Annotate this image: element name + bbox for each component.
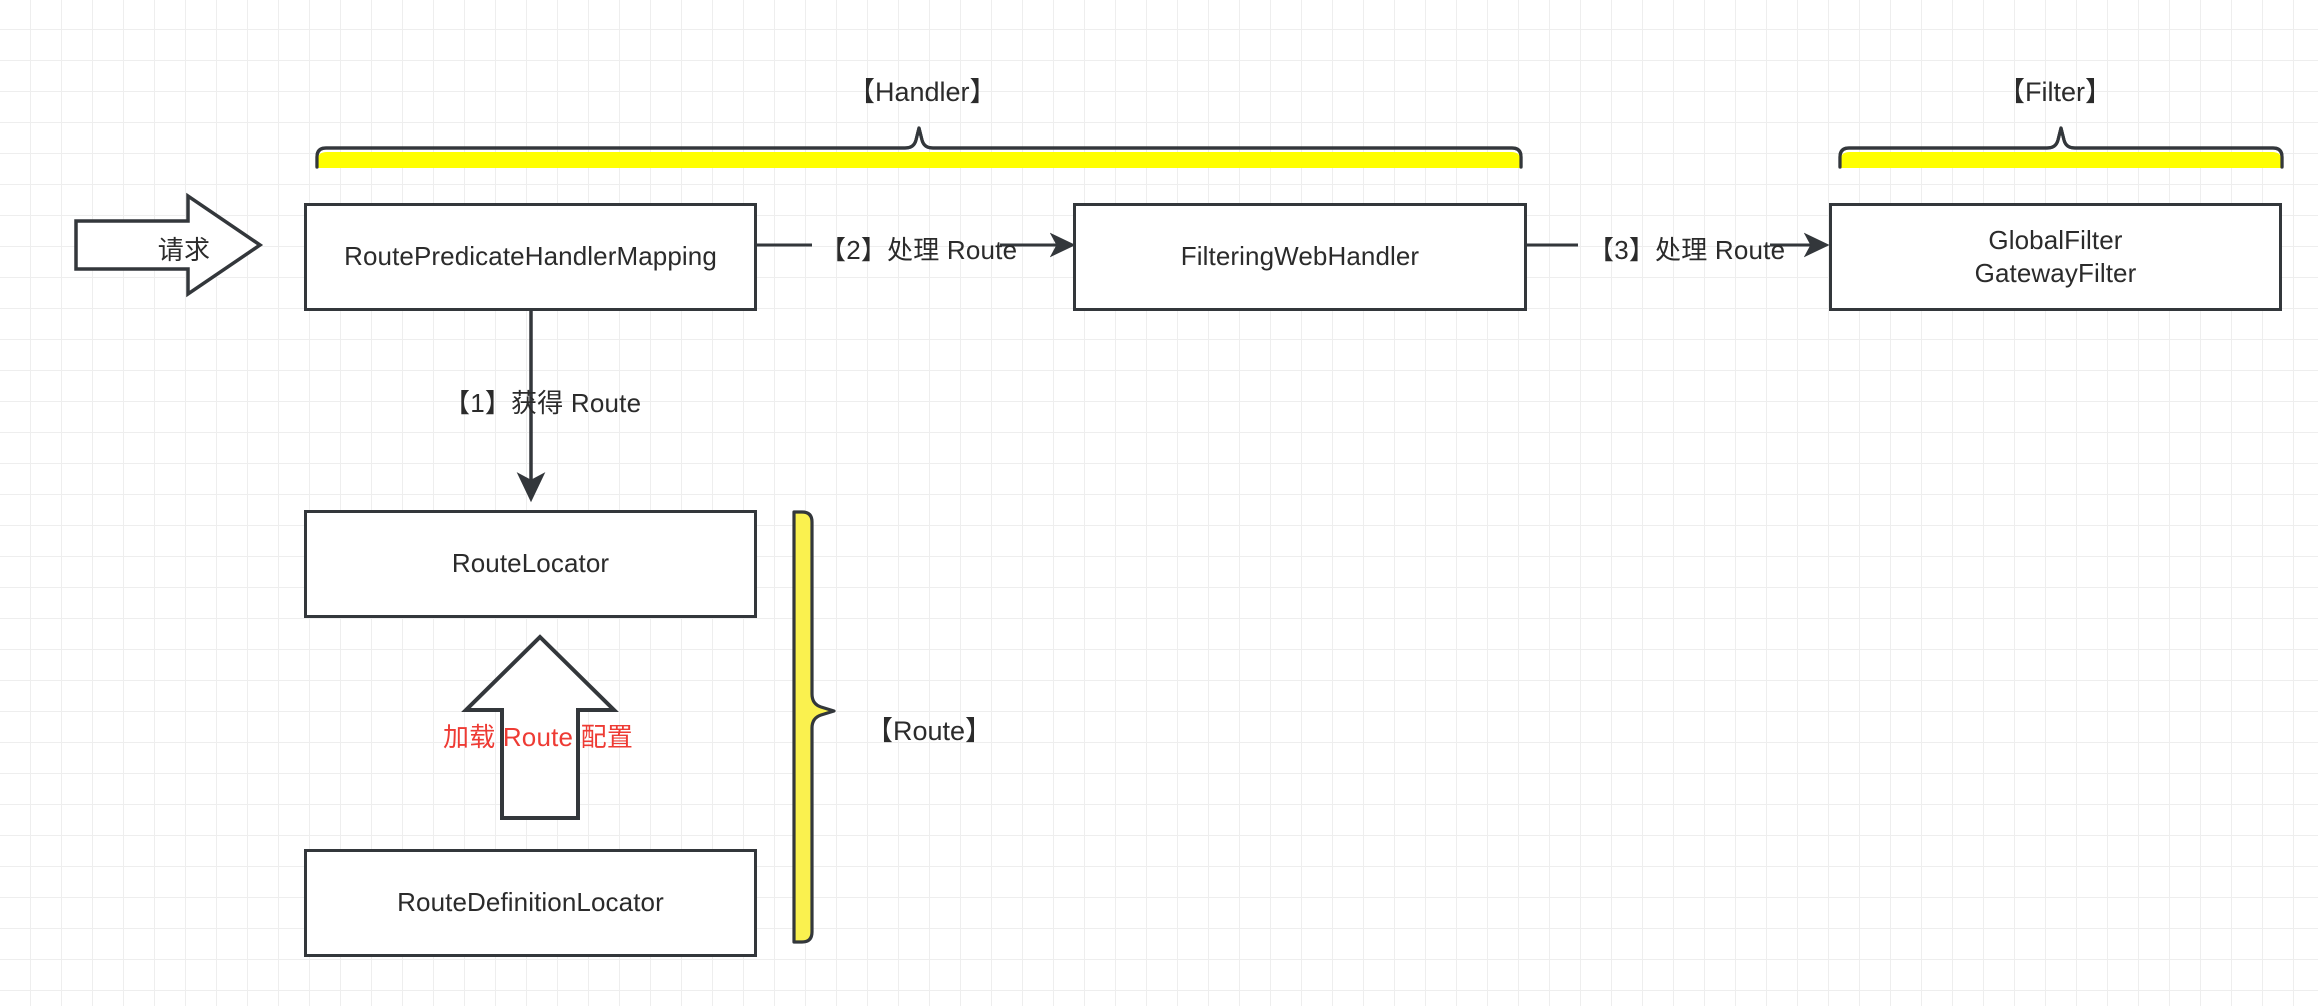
node-label: RouteLocator [451,548,610,579]
filter-bracket-shape [1838,126,2284,169]
node-label: RouteDefinitionLocator [397,887,664,918]
node-label-line-1: GlobalFilter [1988,224,2123,255]
request-arrow-label: 请求 [157,235,211,265]
route-bracket-shape [792,510,836,944]
filter-bracket-label: 【Filter】 [1998,77,2112,107]
edge-2-label: 【2】处理 Route [820,235,1018,265]
route-bracket-label: 【Route】 [866,716,993,746]
handler-bracket-label: 【Handler】 [848,77,997,107]
edge-1-label: 【1】获得 Route [444,388,642,418]
handler-bracket-shape [315,126,1523,169]
node-route-definition-locator[interactable]: RouteDefinitionLocator [304,849,757,957]
node-route-predicate-handler-mapping[interactable]: RoutePredicateHandlerMapping [304,203,757,311]
node-label: FilteringWebHandler [1180,241,1420,272]
edge-load-route-label: 加载 Route 配置 [443,722,634,752]
edge-3-label: 【3】处理 Route [1588,235,1786,265]
node-label-line-2: GatewayFilter [1974,258,2137,288]
node-route-locator[interactable]: RouteLocator [304,510,757,618]
node-filtering-web-handler[interactable]: FilteringWebHandler [1073,203,1527,311]
node-global-gateway-filter[interactable]: GlobalFilter GatewayFilter [1829,203,2282,311]
node-label: RoutePredicateHandlerMapping [344,241,717,272]
